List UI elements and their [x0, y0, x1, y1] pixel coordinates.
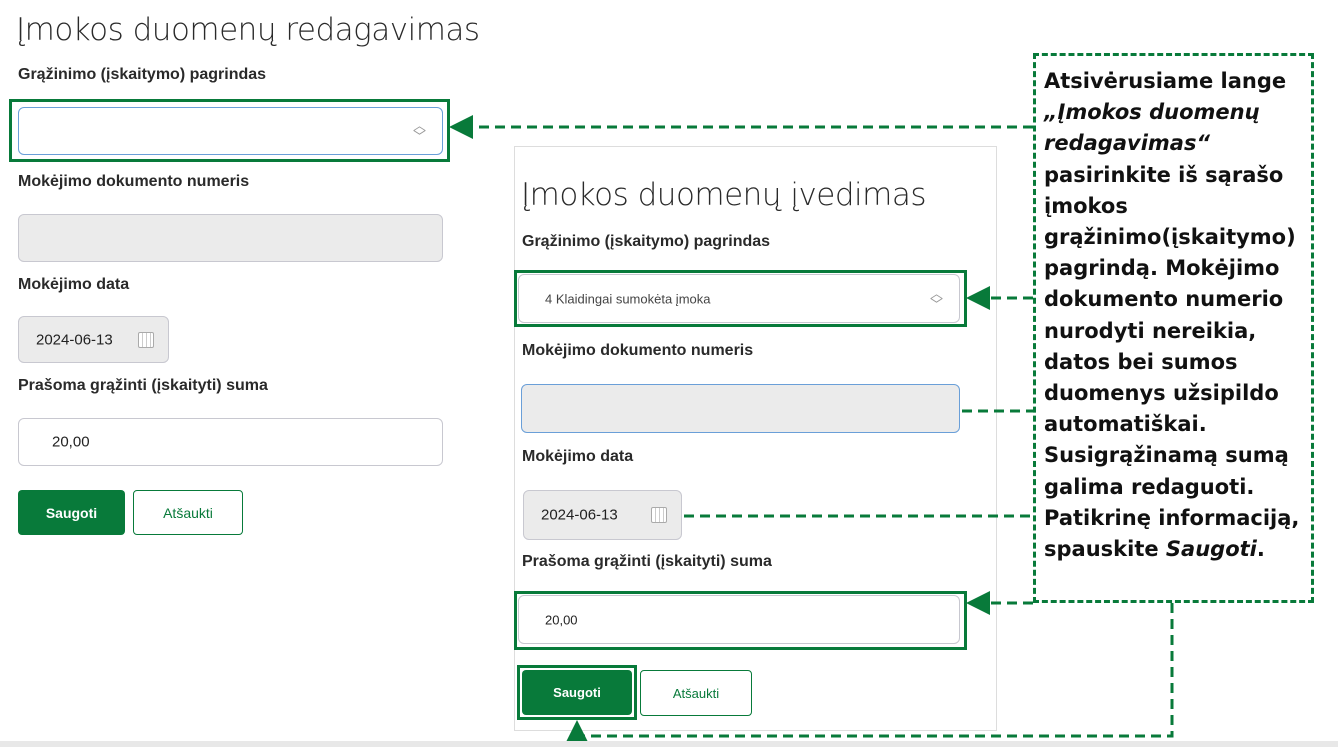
left-amount-label: Prašoma grąžinti (įskaityti) suma — [18, 377, 268, 394]
chevron-updown-icon: ︿﹀ — [412, 118, 426, 144]
callout-button-name: Saugoti — [1165, 537, 1257, 562]
right-basis-select[interactable]: 4 Klaidingai sumokėta įmoka ︿﹀ — [518, 274, 960, 323]
instruction-callout: Atsivėrusiame lange „Įmokos duomenų reda… — [1033, 53, 1314, 603]
date-value: 2024-06-13 — [541, 506, 618, 524]
left-amount-input[interactable]: 20,00 — [18, 418, 443, 466]
calendar-icon[interactable] — [138, 331, 154, 348]
right-amount-input[interactable]: 20,00 — [518, 595, 960, 644]
calendar-icon[interactable] — [651, 507, 667, 523]
right-basis-label: Grąžinimo (įskaitymo) pagrindas — [522, 233, 771, 250]
callout-window-name: „Įmokos duomenų redagavimas“ — [1044, 100, 1260, 156]
chevron-updown-icon: ︿﹀ — [929, 285, 943, 312]
right-date-input[interactable]: 2024-06-13 — [523, 490, 682, 540]
callout-text: pasirinkite iš sąrašo įmokos grąžinimo(į… — [1044, 162, 1300, 562]
left-date-input[interactable]: 2024-06-13 — [18, 316, 169, 363]
amount-value: 20,00 — [545, 612, 578, 627]
right-doc-number-input[interactable] — [521, 384, 960, 433]
highlight-box — [514, 270, 967, 327]
left-basis-select[interactable]: ︿﹀ — [18, 107, 443, 155]
example-panel — [514, 146, 997, 731]
highlight-box — [517, 665, 637, 720]
highlight-box — [514, 591, 967, 650]
date-value: 2024-06-13 — [36, 331, 113, 348]
callout-text: Atsivėrusiame lange — [1044, 69, 1287, 93]
right-amount-label: Prašoma grąžinti (įskaityti) suma — [522, 553, 772, 570]
left-doc-number-input[interactable] — [18, 214, 443, 262]
callout-text: . — [1256, 537, 1265, 562]
left-doc-number-label: Mokėjimo dokumento numeris — [18, 173, 250, 190]
bottom-bar — [0, 741, 1338, 747]
select-value: 4 Klaidingai sumokėta įmoka — [545, 291, 711, 306]
left-cancel-button[interactable]: Atšaukti — [133, 490, 243, 535]
left-basis-label: Grąžinimo (įskaitymo) pagrindas — [18, 66, 267, 83]
right-cancel-button[interactable]: Atšaukti — [640, 670, 752, 716]
right-page-title: Įmokos duomenų įvedimas — [521, 177, 927, 213]
highlight-box — [9, 99, 450, 162]
arrow-to-save — [565, 603, 1174, 744]
right-save-button[interactable]: Saugoti — [522, 670, 632, 715]
left-date-label: Mokėjimo data — [18, 276, 130, 293]
right-doc-number-label: Mokėjimo dokumento numeris — [522, 342, 754, 359]
left-page-title: Įmokos duomenų redagavimas — [16, 12, 480, 48]
left-save-button[interactable]: Saugoti — [18, 490, 125, 535]
amount-value: 20,00 — [52, 433, 90, 451]
right-date-label: Mokėjimo data — [522, 448, 634, 465]
